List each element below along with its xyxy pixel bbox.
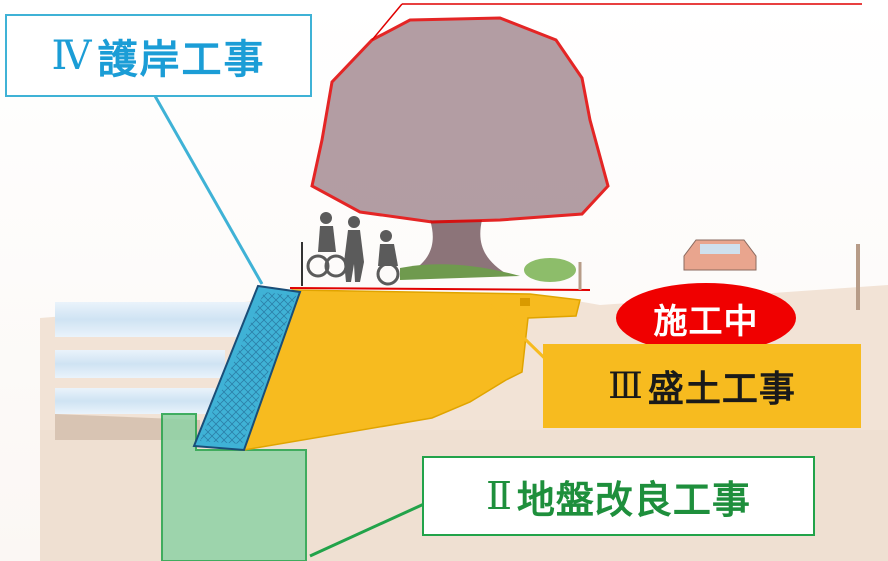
tree-icon xyxy=(310,16,610,280)
path-surface-line xyxy=(289,287,591,291)
ground-leader-line xyxy=(309,502,425,558)
revetment-text: 護岸工事 xyxy=(97,36,266,83)
river xyxy=(55,302,255,440)
revetment-work-label: Ⅳ 護岸工事 xyxy=(5,14,312,97)
ground-improvement-zone xyxy=(161,413,307,561)
ground-improvement-text: 地盤改良工事 xyxy=(516,477,751,522)
embankment-numeral: Ⅲ xyxy=(608,365,644,407)
revetment-mesh xyxy=(200,292,296,444)
cyclist-icon xyxy=(306,212,348,278)
embankment-notch xyxy=(520,298,530,306)
revetment-leader-line xyxy=(153,95,264,285)
ground-improvement-work-label: Ⅱ 地盤改良工事 xyxy=(422,456,815,536)
tree-leader-line xyxy=(371,3,403,41)
pedestrian-icon xyxy=(344,216,364,282)
shrub xyxy=(524,258,576,282)
revetment-numeral: Ⅳ xyxy=(51,32,94,79)
ground-improvement-numeral: Ⅱ xyxy=(486,474,513,518)
under-construction-badge: 施工中 xyxy=(616,283,796,353)
car-icon xyxy=(683,239,757,271)
wheelchair-user-icon xyxy=(376,230,400,286)
embankment-text: 盛土工事 xyxy=(647,369,796,410)
embankment-work-label: Ⅲ 盛土工事 xyxy=(543,344,861,428)
